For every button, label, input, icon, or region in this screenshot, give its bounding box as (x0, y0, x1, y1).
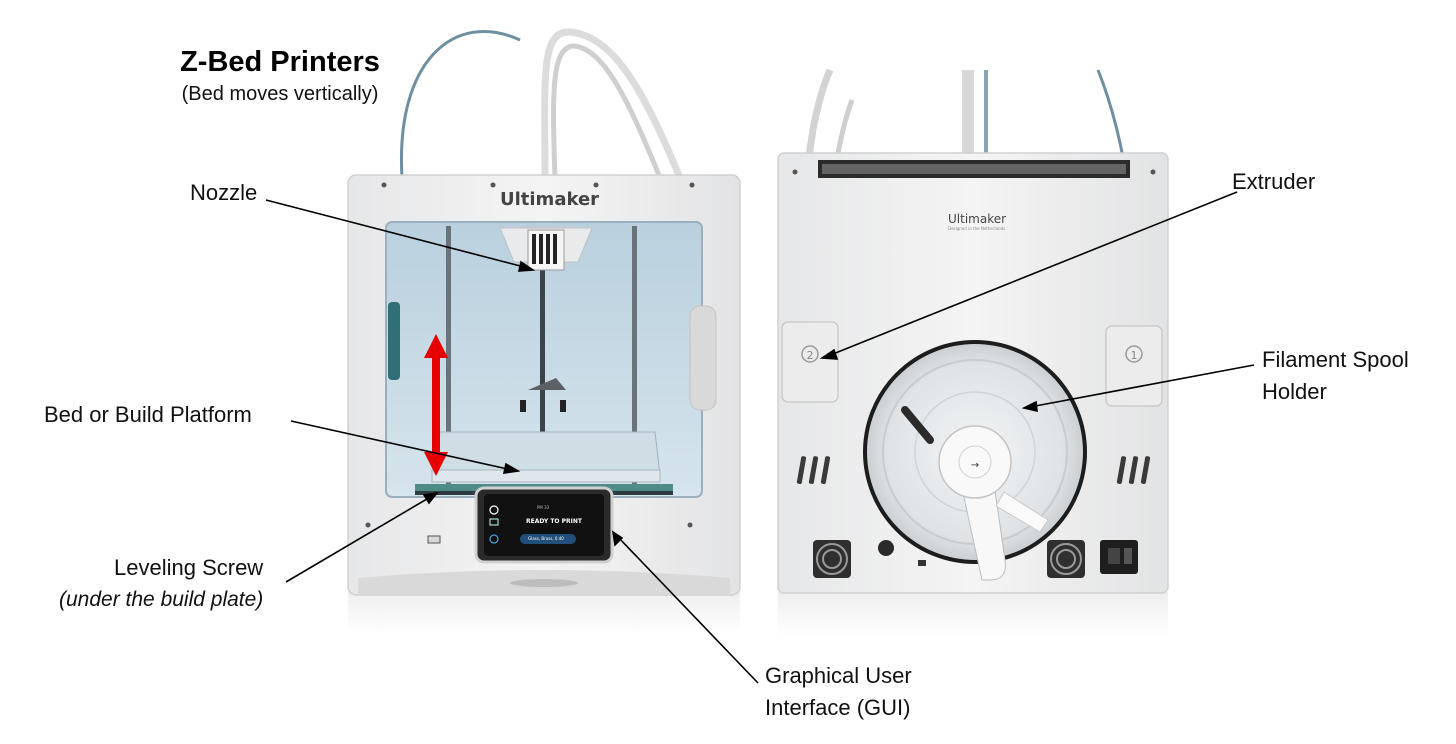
back-brand-tagline: Designed in the Netherlands (948, 226, 1006, 231)
leader-leveling-screw (285, 495, 433, 583)
leader-bed (290, 420, 513, 471)
title-subtitle: (Bed moves vertically) (181, 83, 379, 105)
svg-text:→: → (971, 460, 979, 471)
label-gui-line1: Graphical User (765, 663, 912, 688)
back-printer: 2 1 (777, 68, 1169, 637)
bowden-tube-center (541, 28, 684, 180)
label-spool-line2: Holder (1262, 379, 1327, 404)
screen-status: READY TO PRINT (526, 518, 582, 525)
spool-holder-hub (938, 425, 1012, 499)
front-printer (347, 28, 741, 635)
diagram-title: Z-Bed Printers (Bed moves vertically) (150, 44, 410, 108)
svg-text:2: 2 (807, 349, 814, 362)
feeder-1 (1105, 325, 1163, 407)
label-leveling-screw: Leveling Screw (114, 555, 264, 580)
leader-extruder (827, 191, 1238, 357)
bed-motion-arrow (424, 334, 448, 476)
label-extruder: Extruder (1232, 169, 1316, 194)
label-leveling-screw-note: (under the build plate) (59, 588, 264, 611)
back-brand-logo: Ultimaker (948, 212, 1007, 226)
title-main: Z-Bed Printers (180, 46, 380, 78)
screen-header: PM 33 (537, 505, 550, 510)
label-nozzle: Nozzle (190, 180, 258, 205)
front-brand-logo: Ultimaker (500, 189, 600, 210)
leader-spool (1029, 364, 1255, 408)
fan-left (813, 540, 851, 578)
fan-right (1047, 540, 1085, 578)
leader-gui (616, 535, 759, 684)
label-spool-line1: Filament Spool (1262, 347, 1409, 372)
screen-footer: Glass, Brass, 0.40 (528, 536, 564, 541)
leader-nozzle (265, 199, 529, 269)
bowden-tube-left (399, 30, 521, 179)
label-gui-line2: Interface (GUI) (765, 695, 911, 720)
label-bed: Bed or Build Platform (44, 402, 252, 427)
svg-text:1: 1 (1131, 349, 1138, 362)
